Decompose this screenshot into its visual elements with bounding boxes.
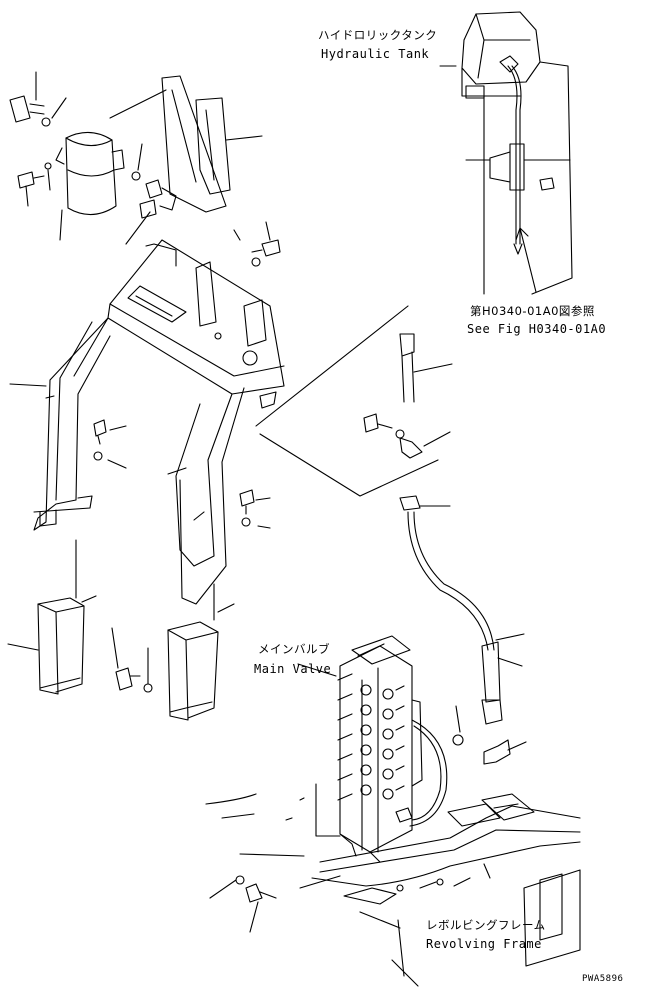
see-fig-label-jp: 第H0340-01A0図参照 <box>470 304 595 318</box>
lower-bolts <box>115 667 277 903</box>
lower-bracket-left <box>37 597 85 695</box>
valve-hose <box>409 719 448 827</box>
support-frame <box>33 239 285 605</box>
revolving-frame-label-jp: レボルビングフレーム <box>426 918 546 932</box>
see-fig-label-en: See Fig H0340-01A0 <box>467 322 607 336</box>
main-valve-label-jp: メインバルブ <box>258 642 330 656</box>
hydraulic-tank-label-jp: ハイドロリックタンク <box>318 28 438 42</box>
bracket-plate <box>161 75 263 213</box>
hydraulic-tank-label-en: Hydraulic Tank <box>321 47 430 61</box>
pipe-line <box>399 333 527 765</box>
tank-hose <box>489 65 571 255</box>
hydraulic-tank <box>461 11 573 295</box>
drawing-code: PWA5896 <box>582 974 624 984</box>
lower-bracket-right <box>167 621 219 721</box>
center-bolts <box>93 239 405 527</box>
main-valve <box>337 635 423 863</box>
filter-assembly <box>9 95 177 219</box>
revolving-frame-label-en: Revolving Frame <box>426 937 542 951</box>
revolving-frame <box>205 783 581 967</box>
main-valve-label-en: Main Valve <box>254 662 332 676</box>
